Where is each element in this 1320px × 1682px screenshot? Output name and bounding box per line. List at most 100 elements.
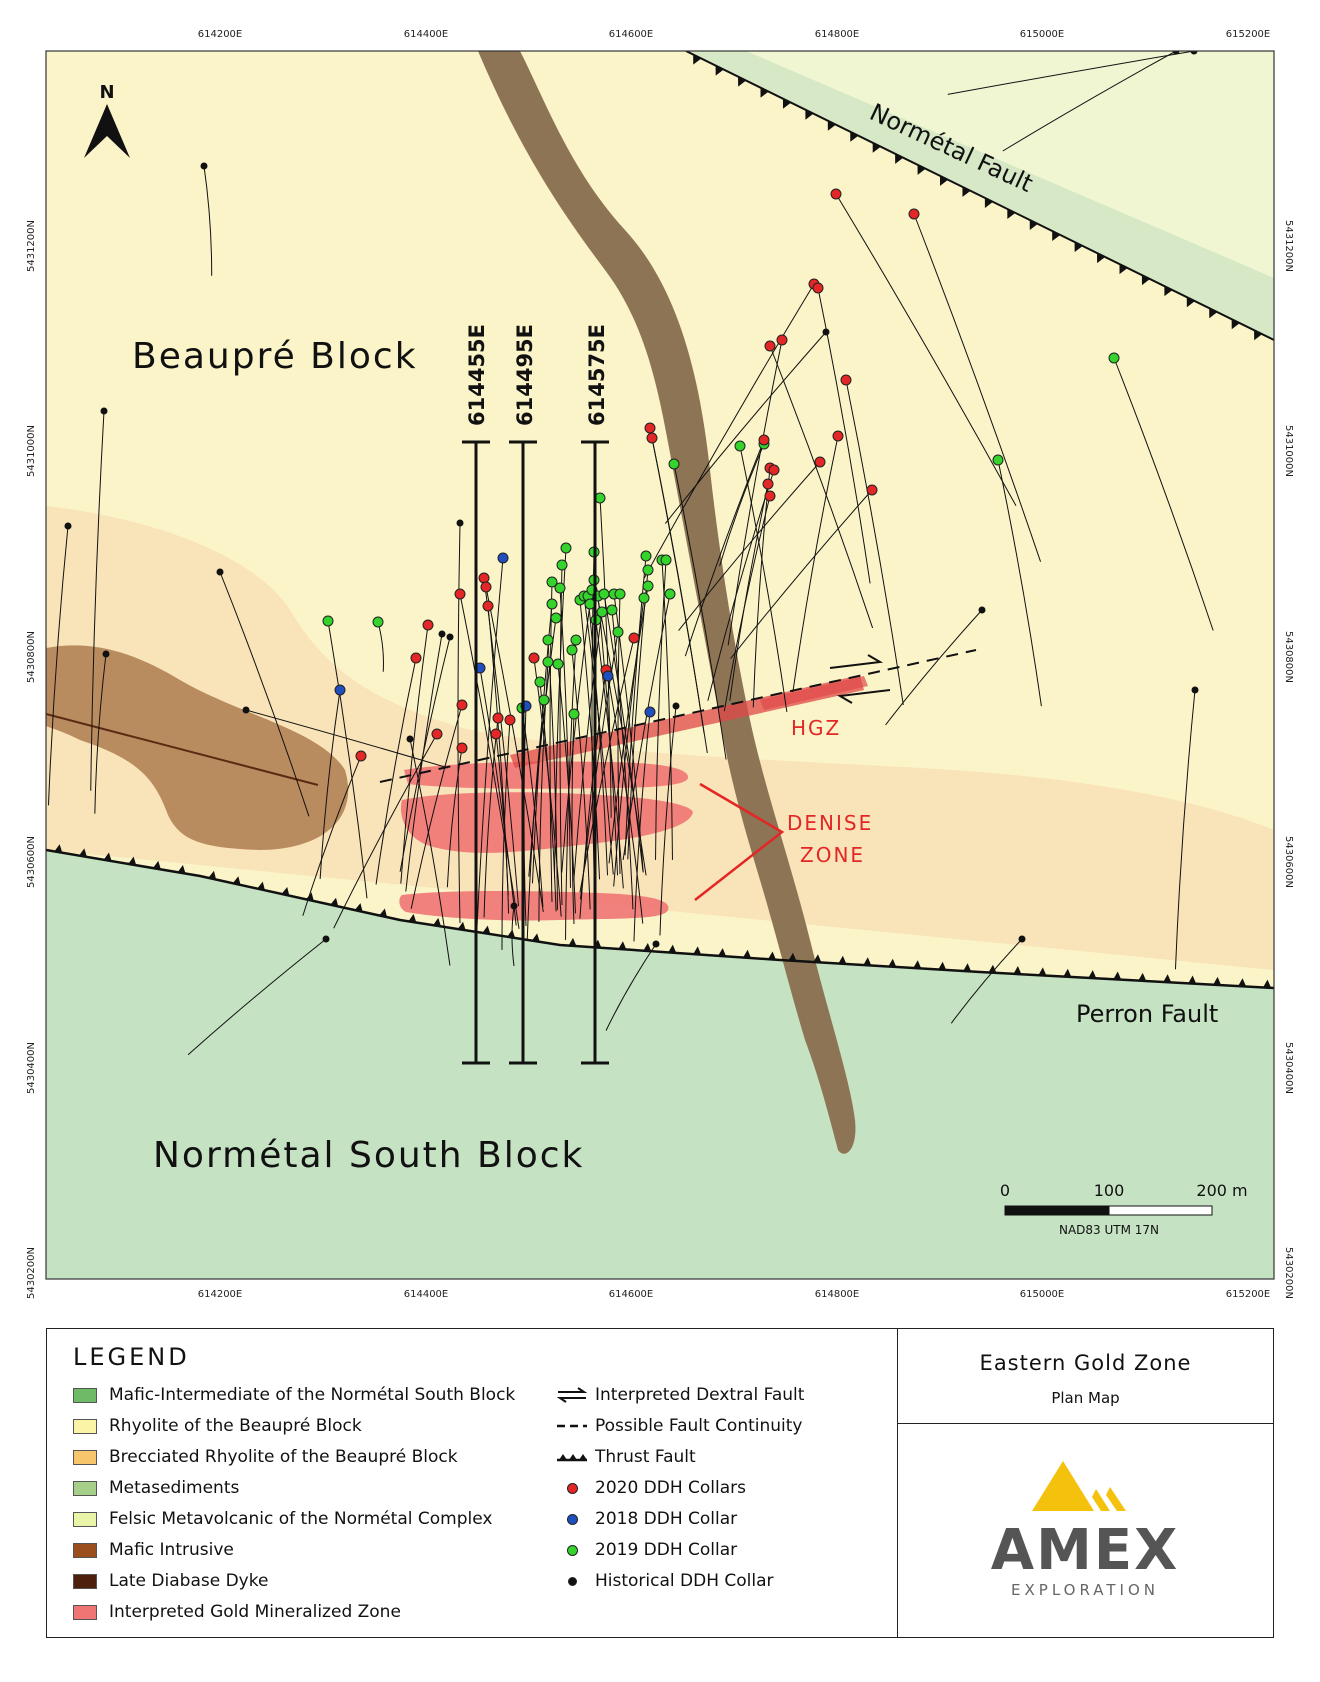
drill-trace: [950, 938, 1023, 1024]
brecciated-rhyolite-unit: [46, 506, 1274, 970]
collar-2019: [542, 656, 554, 668]
legend-item: Late Diabase Dyke: [73, 1569, 268, 1593]
collar-2020: [758, 434, 770, 446]
thrust-tooth: [718, 948, 727, 957]
collar-2019: [638, 592, 650, 604]
collar-2020: [355, 750, 367, 762]
thrust-tooth: [813, 954, 822, 963]
collar-2020: [644, 422, 656, 434]
legend-item: Interpreted Gold Mineralized Zone: [73, 1600, 401, 1624]
drill-trace: [410, 704, 463, 909]
legend-label: Interpreted Gold Mineralized Zone: [109, 1602, 401, 1622]
northing-tick: 5431200N: [26, 220, 37, 272]
ddh-collars: [64, 51, 1199, 948]
collar-historical: [1172, 51, 1180, 55]
collar-2020: [832, 430, 844, 442]
drill-trace: [605, 943, 657, 1031]
legend-label: Mafic Intrusive: [109, 1540, 234, 1560]
drill-trace: [1113, 357, 1214, 631]
drill-trace: [409, 738, 451, 966]
thrust-tooth: [1097, 253, 1106, 264]
thrust-tooth: [917, 164, 926, 175]
collar-2020: [528, 652, 540, 664]
northing-tick: 5430200N: [1283, 1247, 1294, 1299]
collar-historical: [1018, 935, 1026, 943]
drill-trace: [319, 689, 341, 879]
thrust-tooth: [760, 87, 769, 98]
legend-swatch: [73, 1480, 97, 1496]
perron-fault-label: Perron Fault: [1076, 1000, 1218, 1028]
legend-item: Thrust Fault: [555, 1445, 696, 1469]
collar-2020: [410, 652, 422, 664]
collar-2019: [534, 676, 546, 688]
thrust-tooth: [433, 917, 442, 927]
drill-trace: [845, 379, 904, 706]
collar-2019: [570, 634, 582, 646]
drill-trace: [333, 733, 438, 929]
collar-2019: [566, 644, 578, 656]
collar-2020: [482, 600, 494, 612]
collar-2020: [812, 282, 824, 294]
collar-historical: [102, 650, 110, 658]
drill-trace: [633, 711, 651, 942]
drill-trace: [561, 603, 591, 873]
thrust-tooth: [1254, 330, 1263, 341]
collar-2019: [640, 550, 652, 562]
thrust-tooth: [305, 892, 314, 902]
mineralized-zone: [404, 761, 689, 789]
thrust-tooth: [257, 881, 265, 891]
collar-historical: [652, 940, 660, 948]
thrust-tooth: [208, 870, 217, 880]
brown-dyke-unit: [478, 51, 856, 1154]
collar-2020: [478, 572, 490, 584]
thrust-tooth: [895, 153, 904, 164]
thrust-tooth: [1007, 208, 1016, 219]
drill-trace: [659, 705, 677, 936]
legend-swatch: [73, 1449, 97, 1465]
collar-2020: [492, 712, 504, 724]
drill-trace: [913, 213, 1042, 562]
drill-trace: [327, 620, 368, 899]
collar-historical: [64, 522, 72, 530]
easting-tick: 614400E: [404, 1289, 449, 1300]
section-label: 614455E: [465, 324, 489, 426]
collar-2020: [628, 632, 640, 644]
section-label: 614575E: [585, 324, 609, 426]
collar-2019: [546, 576, 558, 588]
collar-2020: [776, 334, 788, 346]
collar-2019: [664, 588, 676, 600]
drill-trace: [730, 489, 873, 659]
northing-tick: 5430800N: [26, 631, 37, 683]
legend-label: Mafic-Intermediate of the Normétal South…: [109, 1385, 516, 1405]
collar-historical: [978, 606, 986, 614]
thrust-tooth: [805, 109, 814, 120]
drill-trace: [1174, 689, 1196, 970]
northing-tick: 5430400N: [1283, 1042, 1294, 1094]
thrust-tooth: [693, 946, 702, 955]
drill-trace: [579, 669, 607, 919]
mafic-intrusive-unit: [46, 645, 349, 850]
drill-trace: [583, 595, 614, 875]
thrust-tooth: [507, 929, 516, 938]
thrust-tooth: [643, 942, 652, 952]
legend-item: Possible Fault Continuity: [555, 1414, 803, 1438]
legend-heading: LEGEND: [73, 1343, 190, 1371]
north-arrow-label: N: [99, 82, 114, 103]
collar-2018: [497, 552, 509, 564]
north-arrow-icon: N: [84, 82, 130, 158]
hgz-label: HGZ: [791, 716, 841, 740]
collar-2020: [431, 728, 443, 740]
collar-2018: [334, 684, 346, 696]
map-subtitle: Plan Map: [1051, 1389, 1120, 1407]
thrust-tooth: [103, 852, 112, 862]
thrust-tooth: [152, 860, 161, 870]
drill-trace: [94, 653, 107, 814]
legend-item: 2019 DDH Collar: [555, 1538, 737, 1562]
legend-label: 2019 DDH Collar: [595, 1540, 738, 1560]
thrust-tooth: [872, 142, 881, 153]
drill-trace: [587, 595, 609, 876]
thrust-tooth: [354, 903, 363, 912]
drill-trace: [187, 938, 327, 1056]
thrust-tooth: [1188, 975, 1197, 984]
logo-text: AMEX: [991, 1518, 1180, 1583]
